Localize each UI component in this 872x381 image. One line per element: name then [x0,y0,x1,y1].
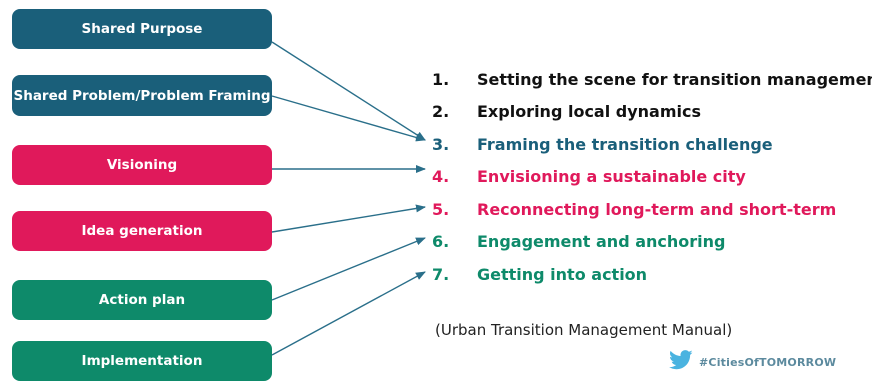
source-note: (Urban Transition Management Manual) [435,321,733,339]
step-number: 5. [432,199,450,219]
step-label: Envisioning a sustainable city [477,167,746,187]
arrow-implementation-to-step-7 [271,271,426,356]
box-idea-generation: Idea generation [12,211,272,251]
step-number: 2. [432,102,450,122]
step-number: 4. [432,167,450,187]
box-label: Idea generation [81,223,203,239]
step-1: 1. Setting the scene for transition mana… [432,63,872,96]
twitter-bird-icon [669,350,693,374]
step-5: 5. Reconnecting long-term and short-term [432,193,872,226]
box-label: Implementation [81,353,203,369]
step-6: 6. Engagement and anchoring [432,226,872,259]
box-label: Visioning [106,157,178,173]
arrow-action-plan-to-step-6 [271,237,426,301]
step-number: 3. [432,134,450,154]
box-shared-problem-framing: Shared Problem/Problem Framing [12,75,272,116]
step-number: 1. [432,69,450,89]
box-label: Shared Problem/Problem Framing [13,87,271,104]
arrow-shared-purpose-to-step-3 [271,41,426,141]
step-4: 4. Envisioning a sustainable city [432,161,872,194]
step-number: 6. [432,232,450,252]
step-label: Getting into action [477,264,648,284]
step-2: 2. Exploring local dynamics [432,96,872,129]
box-implementation: Implementation [12,341,272,381]
step-7: 7. Getting into action [432,258,872,291]
step-number: 7. [432,264,450,284]
step-label: Exploring local dynamics [477,102,702,122]
box-label: Shared Purpose [81,21,203,37]
arrow-idea-generation-to-step-5 [271,204,426,233]
box-action-plan: Action plan [12,280,272,320]
step-label: Setting the scene for transition managem… [477,69,872,89]
arrow-shared-problem-to-step-3 [271,95,426,142]
step-label: Reconnecting long-term and short-term [477,199,837,219]
steps-list: 1. Setting the scene for transition mana… [432,63,872,291]
box-visioning: Visioning [12,145,272,185]
step-label: Engagement and anchoring [477,232,726,252]
hashtag-badge: #CitiesOfTOMORROW [669,350,836,374]
box-label: Action plan [98,292,186,308]
box-shared-purpose: Shared Purpose [12,9,272,49]
step-label: Framing the transition challenge [477,134,773,154]
step-3: 3. Framing the transition challenge [432,128,872,161]
hashtag-text: #CitiesOfTOMORROW [699,355,837,369]
